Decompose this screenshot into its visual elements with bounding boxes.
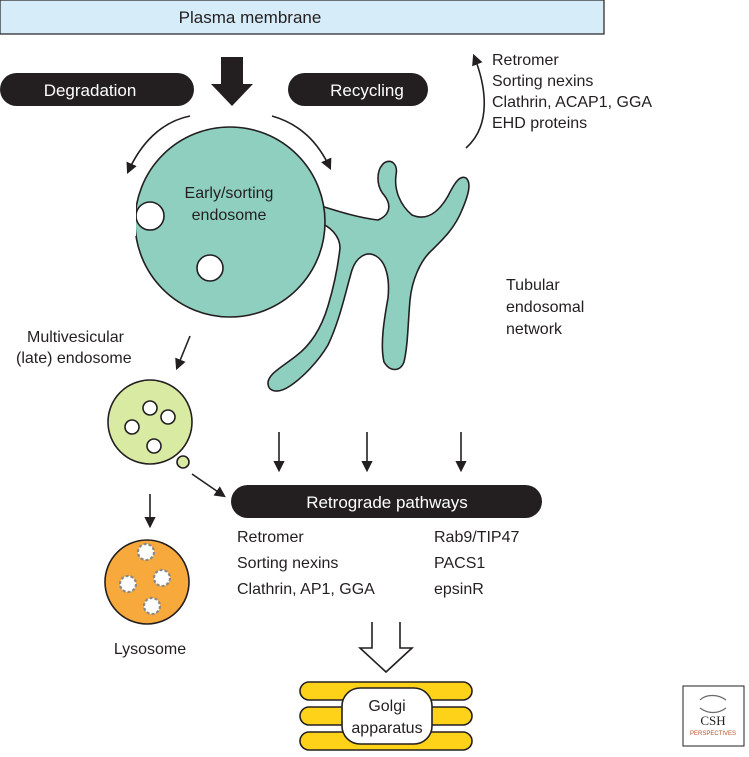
recycling-label: Recycling [330,81,404,100]
recycling-curve-arrow [271,115,332,171]
mvb-label-2: (late) endosome [16,350,132,367]
tubular-network-label-1: Tubular [506,277,560,294]
lysosome-label: Lysosome [114,641,186,658]
retrograde-right-3: epsinR [434,581,484,598]
to-golgi-arrow [357,622,415,674]
early-endosome-label-2: endosome [192,207,267,224]
mvb-label-1: Multivesicular [27,329,125,346]
early-endosome-label-1: Early/sorting [185,185,274,202]
lysosome [104,539,190,625]
degradation-pill [0,73,194,106]
degradation-label: Degradation [44,81,137,100]
golgi-label-2: apparatus [351,720,422,737]
retrograde-left-2: Sorting nexins [237,555,338,572]
recycling-machinery-1: Retromer [492,52,559,69]
retrograde-left-1: Retromer [237,529,304,546]
golgi-apparatus [299,681,473,751]
retrograde-left-3: Clathrin, AP1, GGA [237,581,375,598]
recycling-arrow [465,53,486,149]
retrograde-pathways-label: Retrograde pathways [306,493,468,512]
tubular-network-label-3: network [506,321,563,338]
csh-perspectives-logo: CSH PERSPECTIVES [682,685,745,747]
logo-text-perspectives: PERSPECTIVES [690,731,736,737]
retrograde-pathways-pill [231,485,542,518]
to-mvb-arrow [175,335,191,371]
endocytic-bud [135,201,165,231]
recycling-machinery-3: Clathrin, ACAP1, GGA [492,94,652,111]
degradation-curve-arrow [126,115,191,175]
recycling-machinery-2: Sorting nexins [492,73,593,90]
tubular-network-label-2: endosomal [506,299,584,316]
logo-text-csh: CSH [700,713,725,728]
recycling-pill [288,73,428,106]
recycling-machinery-4: EHD proteins [492,115,587,132]
internal-vesicle [196,254,224,282]
plasma-membrane-bar [0,0,605,35]
retrograde-right-1: Rab9/TIP47 [434,529,519,546]
plasma-membrane-label: Plasma membrane [179,8,322,27]
multivesicular-endosome [107,379,193,469]
mvb-to-retrograde-arrow [191,473,226,498]
internalization-arrow [211,57,253,106]
golgi-label-1: Golgi [368,698,405,715]
retrograde-right-2: PACS1 [434,555,485,572]
